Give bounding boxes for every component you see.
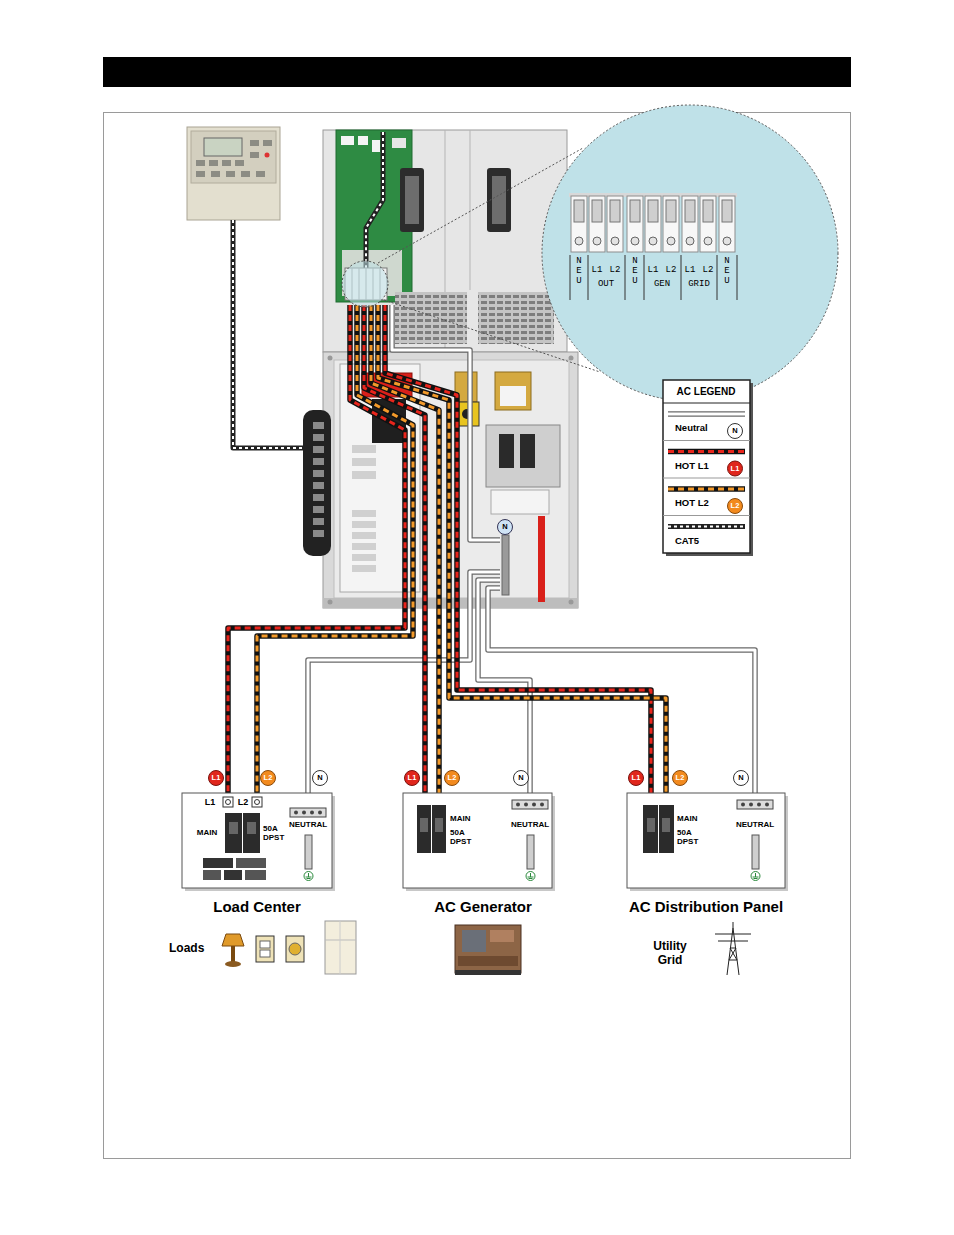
panel-label: 50A DPST xyxy=(677,828,703,846)
panel-label: MAIN xyxy=(192,828,222,837)
legend-sample xyxy=(668,526,745,527)
panel-label: L1 xyxy=(202,797,218,807)
panel-label: NEUTRAL xyxy=(285,820,331,829)
panel-box: AC GeneratorMAIN50A DPSTNEUTRAL xyxy=(403,793,552,888)
utility-tower xyxy=(715,922,751,975)
badge-label: L1 xyxy=(404,773,420,783)
legend-line xyxy=(668,411,745,417)
panel-label: NEUTRAL xyxy=(507,820,553,829)
caption-label: Loads xyxy=(169,942,204,956)
terminal-label: NEU xyxy=(723,257,732,287)
panel-label: 50A DPST xyxy=(263,824,289,842)
legend-box xyxy=(663,380,753,556)
legend-line xyxy=(668,450,745,453)
terminal-label: NEU xyxy=(575,257,584,287)
badge-label: L2 xyxy=(727,501,743,511)
badge-label: L1 xyxy=(628,773,644,783)
panel-box: Load CenterL1L2MAIN50A DPSTNEUTRAL xyxy=(182,793,332,888)
distribution-panel xyxy=(627,793,788,891)
terminal-label: L2 xyxy=(700,265,716,275)
magnifier-callout xyxy=(342,105,838,401)
badge-label: N xyxy=(733,773,749,783)
panel-label: MAIN xyxy=(450,814,470,823)
panel-heading: Load Center xyxy=(152,898,362,915)
terminal-label: GEN xyxy=(645,279,679,289)
legend-text: CAT5 xyxy=(675,536,699,547)
terminal-label: L1 xyxy=(682,265,698,275)
badge-label: N xyxy=(513,773,529,783)
legend-line xyxy=(668,486,745,492)
terminal-label: NEU xyxy=(631,257,640,287)
badge-label: L2 xyxy=(672,773,688,783)
legend-line xyxy=(668,524,745,529)
load-center-panel xyxy=(182,793,335,891)
badge-label: N xyxy=(497,522,513,532)
generator-panel xyxy=(403,793,555,891)
generator-picture xyxy=(455,925,521,975)
legend-line xyxy=(668,526,745,528)
badge-circles xyxy=(209,424,749,786)
panel-heading: AC Distribution Panel xyxy=(586,898,826,915)
terminal-label: L2 xyxy=(607,265,623,275)
terminal-label: L1 xyxy=(645,265,661,275)
panel-heading: AC Generator xyxy=(378,898,588,915)
legend-sample xyxy=(668,489,745,490)
caption-label: AC LEGEND xyxy=(664,386,748,398)
legend-sample xyxy=(668,414,745,415)
terminal-label: GRID xyxy=(682,279,716,289)
terminal-label: L2 xyxy=(663,265,679,275)
badge-label: N xyxy=(727,426,743,436)
badge-label: L1 xyxy=(208,773,224,783)
ac-wires xyxy=(228,305,755,808)
panel-box: AC Distribution PanelMAIN50A DPSTNEUTRAL xyxy=(627,793,785,888)
terminal-label: L1 xyxy=(589,265,605,275)
load-icons xyxy=(222,921,356,974)
badge-label: L2 xyxy=(260,773,276,783)
legend-text: Neutral xyxy=(675,423,708,434)
legend-text: HOT L2 xyxy=(675,498,709,509)
communications-hub xyxy=(303,410,331,556)
badge-label: L2 xyxy=(444,773,460,783)
terminal-label: OUT xyxy=(589,279,623,289)
caption-label: Utility Grid xyxy=(647,940,693,968)
legend-sample xyxy=(668,451,745,452)
panel-label: NEUTRAL xyxy=(732,820,778,829)
header-bar xyxy=(103,57,851,87)
panel-label: 50A DPST xyxy=(450,828,476,846)
panel-label: MAIN xyxy=(677,814,697,823)
legend-line xyxy=(668,488,745,491)
badge-label: N xyxy=(312,773,328,783)
legend-line xyxy=(668,413,745,416)
terminal-callout: NEUL1L2OUTNEUL1L2GENL1L2GRIDNEU xyxy=(540,105,840,405)
legend-text: HOT L1 xyxy=(675,461,709,472)
badge-label: L1 xyxy=(727,464,743,474)
legend-line xyxy=(668,449,745,455)
remote-display xyxy=(187,127,280,220)
panel-label: L2 xyxy=(235,797,251,807)
